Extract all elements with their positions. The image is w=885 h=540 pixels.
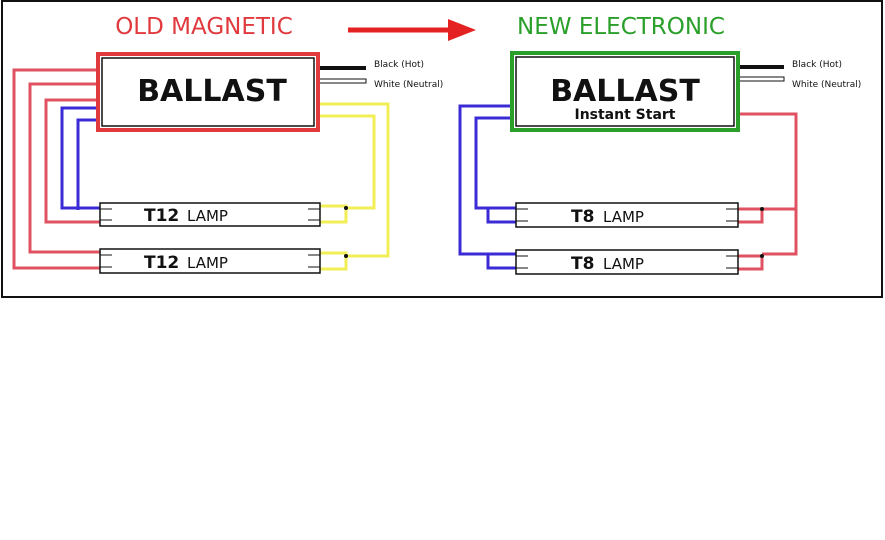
old-lamp-1-type: T12 — [144, 206, 179, 226]
new-red-wires — [738, 112, 798, 271]
new-wiring: Black (Hot) White (Neutral) BALLAST Inst… — [458, 51, 861, 275]
old-lamp-2-type: T12 — [144, 253, 179, 273]
old-blue-wires — [60, 106, 100, 210]
new-ballast-label: BALLAST — [550, 74, 700, 109]
old-lamp-2: T12 LAMP — [99, 248, 321, 274]
old-wiring: Black (Hot) White (Neutral) BALLAST T12 … — [12, 52, 443, 274]
arrow-right-icon — [348, 19, 476, 41]
new-ballast-subtitle: Instant Start — [574, 107, 675, 123]
new-lamp-1: T8 LAMP — [515, 202, 739, 228]
old-ballast-box — [96, 52, 320, 132]
new-blue-wires — [458, 104, 516, 270]
new-lamp-2-label: LAMP — [603, 255, 644, 273]
new-lamp-2: T8 LAMP — [515, 249, 739, 275]
old-magnetic-title: OLD MAGNETIC — [115, 14, 293, 40]
new-lamp-2-type: T8 — [571, 254, 594, 274]
new-white-supply-wire — [737, 76, 785, 82]
old-white-neutral-label: White (Neutral) — [374, 80, 443, 90]
new-electronic-title: NEW ELECTRONIC — [517, 14, 725, 40]
old-white-supply-wire — [317, 78, 367, 84]
new-lamp-1-type: T8 — [571, 207, 594, 227]
new-lamp-1-label: LAMP — [603, 208, 644, 226]
new-ballast-box — [510, 51, 740, 132]
old-red-wires — [12, 68, 100, 270]
old-black-hot-label: Black (Hot) — [374, 60, 424, 70]
new-white-neutral-label: White (Neutral) — [792, 80, 861, 90]
old-lamp-2-label: LAMP — [187, 254, 228, 272]
diagram-frame — [1, 0, 883, 298]
old-lamp-1-label: LAMP — [187, 207, 228, 225]
old-yellow-wires — [318, 102, 390, 271]
old-ballast-label: BALLAST — [137, 74, 287, 109]
old-lamp-1: T12 LAMP — [99, 202, 321, 227]
new-black-hot-label: Black (Hot) — [792, 60, 842, 70]
